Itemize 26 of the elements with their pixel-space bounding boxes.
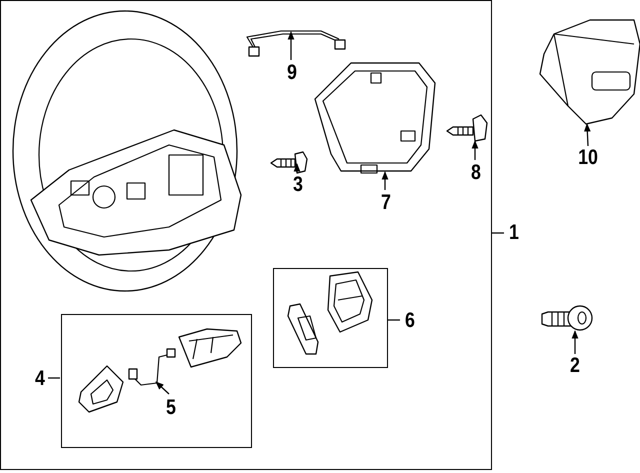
leader-arrow [382,171,388,190]
leader-arrow [155,381,170,394]
callout-number: 4 [32,367,48,391]
callout-number: 8 [468,161,484,185]
leader-line [48,377,60,379]
callout-number: 2 [567,354,583,378]
callout-number: 6 [402,309,418,333]
callout-number: 7 [378,191,394,215]
group-frame [273,268,388,368]
callout-number: 9 [284,61,300,85]
leader-arrow [584,123,591,146]
wire-harness-drawing [127,347,175,387]
leader-arrow [294,163,300,172]
leader-arrow [572,330,578,354]
callout-number: 3 [290,173,306,197]
leader-arrow [472,140,478,160]
bolt-drawing [269,151,309,175]
callout-number: 1 [506,221,522,245]
group-frame [61,314,252,448]
leader-arrow [288,31,294,60]
callout-number: 5 [163,396,179,420]
leader-line [387,319,400,321]
switch-panel-drawing [177,327,243,369]
leader-line [492,232,504,234]
assembly-frame [0,0,492,470]
callout-number: 10 [576,146,600,170]
